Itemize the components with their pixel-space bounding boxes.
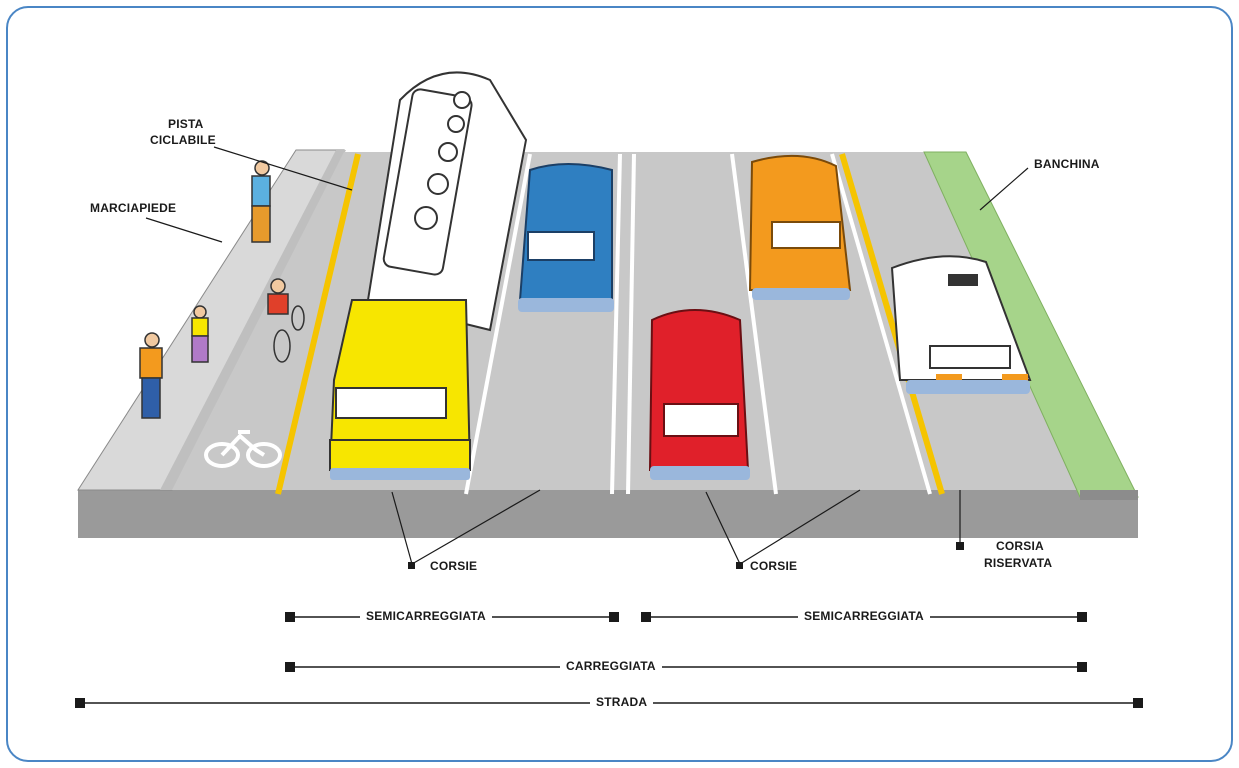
label-marciapiede: MARCIAPIEDE [90,200,176,216]
orange-car [750,156,850,300]
label-riservata: RISERVATA [984,555,1052,571]
pedestrian-top [252,161,270,242]
road-side-face [78,490,1138,538]
child-pedestrian [192,306,208,362]
label-semicarreggiata-left: SEMICARREGGIATA [360,608,492,624]
leader-banchina [980,168,1028,210]
label-corsia: CORSIA [996,538,1044,554]
label-strada: STRADA [590,694,653,710]
label-ciclabile: CICLABILE [150,132,216,148]
label-semicarreggiata-right: SEMICARREGGIATA [798,608,930,624]
label-pista: PISTA [168,116,203,132]
shoulder-side [1080,490,1138,500]
pedestrian-bottom [140,333,162,418]
red-car [650,310,750,480]
label-carreggiata: CARREGGIATA [560,658,662,674]
leader-marciapiede [146,218,222,242]
blue-car [518,164,614,312]
label-corsie-right: CORSIE [750,558,797,574]
label-banchina: BANCHINA [1034,156,1100,172]
label-corsie-left: CORSIE [430,558,477,574]
